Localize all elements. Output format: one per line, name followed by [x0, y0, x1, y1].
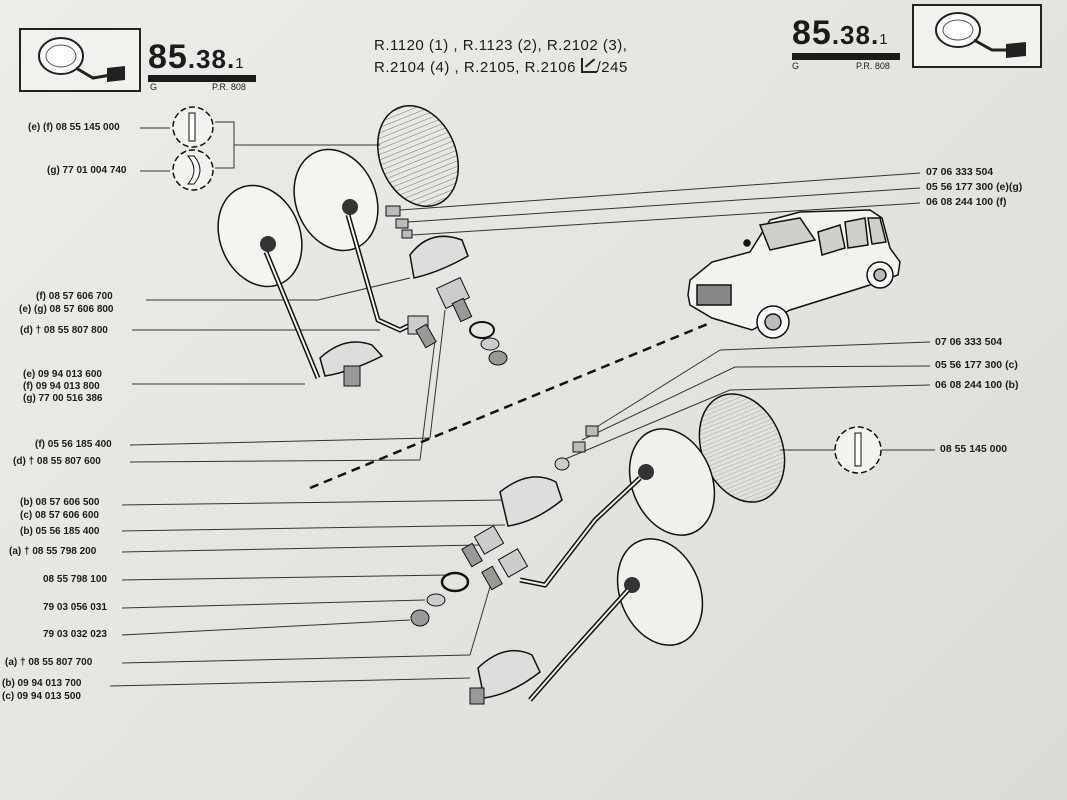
part-label: 07 06 333 504 [935, 336, 1003, 348]
part-label: (f) 05 56 185 400 [35, 439, 112, 450]
part-label: (f) 08 57 606 700 [36, 291, 113, 302]
page-number-right: 85.38.1 [792, 14, 889, 53]
page-number-suffix: 1 [879, 31, 889, 48]
mirror-base-lower [469, 476, 563, 705]
section-circle-icon [172, 149, 214, 191]
code-g-left: G [150, 82, 158, 92]
part-label: (g) 77 01 004 740 [47, 165, 127, 176]
section-circle-icon [834, 426, 882, 474]
part-label: (a) † 08 55 798 200 [9, 546, 97, 557]
page-number-main: 85 [148, 38, 188, 76]
model-list-suffix: /245 [596, 59, 628, 76]
part-label: 79 03 032 023 [43, 629, 107, 640]
page-number-main: 85 [792, 14, 832, 52]
mirror-head-lower-1 [519, 428, 716, 588]
mirror-thumbnail-left-icon [38, 37, 125, 82]
mirror-head-lower-2 [528, 538, 704, 702]
mirror-thumbnail-left [19, 28, 141, 92]
part-label: (d) † 08 55 807 600 [13, 456, 101, 467]
mirror-base-upper [319, 341, 384, 387]
part-label: 79 03 056 031 [43, 602, 107, 613]
part-label: (b) 08 57 606 500 [20, 497, 100, 508]
part-label: 06 08 244 100 (b) [935, 379, 1019, 391]
header-bar-left [148, 75, 256, 82]
hardware-upper [385, 205, 508, 366]
section-circle-icon [172, 106, 214, 148]
mirror-base-upper-2 [409, 235, 469, 279]
part-label: (f) 09 94 013 800 [23, 381, 100, 392]
part-label: 05 56 177 300 (e)(g) [926, 181, 1023, 193]
code-pr-right: P.R. 808 [856, 61, 890, 71]
part-label: (d) † 08 55 807 800 [20, 325, 108, 336]
hardware-lower [410, 425, 599, 627]
code-g-right: G [792, 61, 800, 71]
model-list-line-2: R.2104 (4) , R.2105, R.2106 /245 [374, 57, 628, 79]
mirror-head-upper-2 [217, 184, 321, 379]
leader-lines-left [109, 121, 506, 687]
part-label: 08 55 798 100 [43, 574, 107, 585]
leader-lines-right [399, 172, 935, 461]
car-illustration [687, 209, 901, 339]
part-label: (b) 09 94 013 700 [2, 678, 82, 689]
page-number-sub: .38. [831, 20, 880, 50]
model-list-line-2-text: R.2104 (4) , R.2105, R.2106 [374, 59, 576, 76]
page-number-suffix: 1 [235, 55, 245, 72]
section-divider [309, 321, 711, 490]
part-label: (a) † 08 55 807 700 [5, 657, 93, 668]
model-list-line-1: R.1120 (1) , R.1123 (2), R.2102 (3), [374, 37, 628, 54]
checkmark-box-icon [580, 58, 597, 73]
mirror-thumbnail-right-icon [935, 12, 1026, 58]
code-pr-left: P.R. 808 [212, 82, 246, 92]
part-label: 07 06 333 504 [926, 166, 994, 178]
part-label: (e) (g) 08 57 606 800 [19, 304, 114, 315]
part-label: 05 56 177 300 (c) [935, 359, 1018, 371]
mirror-head-upper-1 [293, 148, 422, 333]
mirror-glass-upper [376, 104, 460, 208]
part-label: (e) (f) 08 55 145 000 [28, 122, 120, 133]
part-label: (c) 09 94 013 500 [2, 691, 81, 702]
part-label: 06 08 244 100 (f) [926, 196, 1007, 208]
part-label: (e) 09 94 013 600 [23, 369, 102, 380]
page-number-sub: .38. [187, 44, 236, 74]
part-label: (b) 05 56 185 400 [20, 526, 100, 537]
model-list: R.1120 (1) , R.1123 (2), R.2102 (3), R.2… [374, 35, 628, 79]
page-number-left: 85.38.1 [148, 38, 245, 77]
part-label: 08 55 145 000 [940, 443, 1008, 455]
header-bar-right [792, 53, 900, 60]
part-label: (c) 08 57 606 600 [20, 510, 99, 521]
part-label: (g) 77 00 516 386 [23, 393, 103, 404]
mirror-thumbnail-right [912, 4, 1042, 68]
